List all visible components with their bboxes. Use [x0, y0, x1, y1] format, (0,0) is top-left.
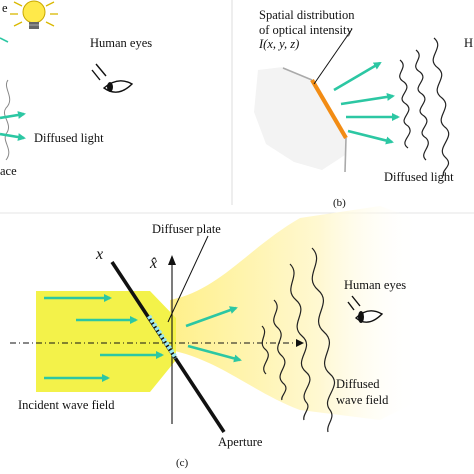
panel-a-ray: [0, 37, 9, 43]
panel-c-optical-axis-arrowhead: [296, 339, 304, 347]
panel-c-incident-beam: [36, 291, 176, 392]
panel-b-ray: [340, 92, 395, 106]
panel-c-diffuser-leader: [167, 235, 209, 323]
panel-c-diffused-label-1: Diffused: [336, 377, 380, 391]
panel-b-wavefront: [415, 49, 429, 161]
panel-b-caption: (b): [333, 197, 346, 209]
panel-c-wavefront: [273, 299, 287, 401]
panel-b: Spatial distribution of optical intensit…: [254, 8, 473, 209]
eye-icon: [91, 63, 134, 93]
panel-c-wavefront: [261, 325, 269, 375]
light-bulb-icon: [10, 0, 58, 29]
panel-b-intensity-label-3: I(x, y, z): [258, 37, 299, 51]
panel-a-ray: [0, 111, 26, 120]
panel-a-top-partial-label: e: [2, 1, 8, 15]
panel-c-eye-label: Human eyes: [344, 278, 406, 292]
panel-a-eye-label: Human eyes: [90, 36, 152, 50]
panel-c-incident-label: Incident wave field: [18, 398, 115, 412]
panel-c-xhat-label: x̂: [149, 255, 157, 272]
panel-b-ray: [347, 129, 394, 145]
panel-b-diffused-label: Diffused light: [384, 170, 454, 184]
panel-b-frame-edge: [282, 67, 313, 81]
panel-c-x-label: x: [95, 246, 103, 263]
panel-c-wavefront: [289, 263, 311, 421]
panel-a-diffuser-outline: [4, 79, 11, 161]
panel-b-right-partial-label: H: [464, 36, 473, 50]
panel-b-intensity-label-1: Spatial distribution: [259, 8, 355, 22]
panel-b-wavefront: [432, 37, 450, 177]
panel-c-xhat-arrowhead: [168, 255, 176, 265]
panel-a-diffused-label: Diffused light: [34, 131, 104, 145]
panel-b-wavefront: [399, 59, 411, 149]
panel-c-diffused-ray: [185, 306, 238, 328]
panel-c-diffuser-label: Diffuser plate: [152, 222, 221, 236]
panel-a-bottom-partial-label: ace: [0, 164, 17, 178]
panel-b-frame-edge: [344, 137, 347, 173]
panel-c: x̂ x Diffuser plate Human eyes Dif: [10, 206, 420, 469]
panel-a-ray: [0, 132, 26, 141]
panel-b-backdrop: [254, 67, 346, 170]
panel-a: e Human eyes Di: [0, 0, 152, 178]
panel-c-diffused-cone: [170, 206, 420, 420]
eye-icon: [347, 295, 384, 323]
panel-c-diffused-ray: [187, 344, 242, 363]
panel-b-ray: [333, 61, 382, 92]
panel-c-wavefront: [311, 247, 336, 433]
panel-c-diffuser-segment: [147, 314, 178, 360]
panel-b-leader-line: [313, 28, 353, 85]
panel-c-aperture-label: Aperture: [218, 435, 263, 449]
panel-c-caption: (c): [176, 457, 189, 469]
panel-c-diffused-label-2: wave field: [336, 393, 389, 407]
panel-b-optical-plate: [310, 78, 348, 140]
panel-b-intensity-label-2: of optical intensity: [259, 23, 353, 37]
